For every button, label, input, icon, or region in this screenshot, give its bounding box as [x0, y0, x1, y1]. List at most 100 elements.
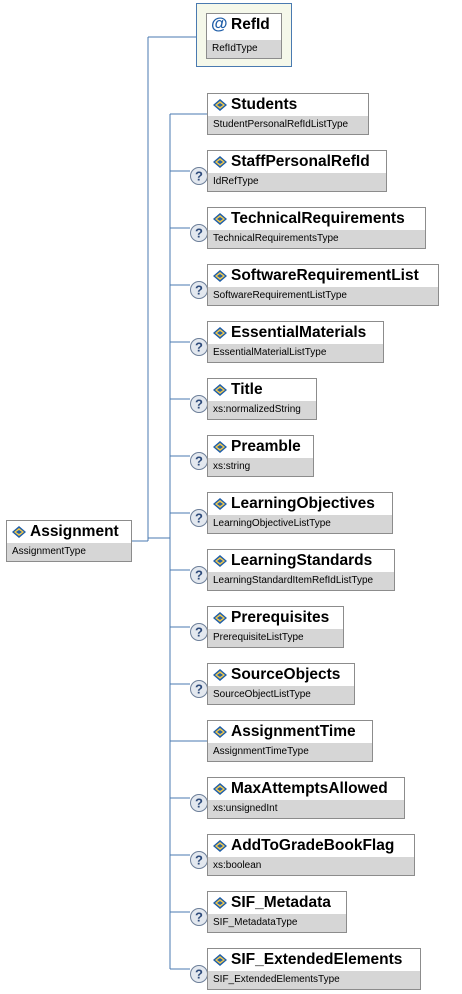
element-icon	[213, 612, 227, 624]
svg-text:?: ?	[195, 682, 203, 697]
svg-text:?: ?	[195, 910, 203, 925]
element-name: Students	[231, 96, 298, 113]
root-element-node[interactable]: Assignment AssignmentType	[6, 520, 132, 562]
optional-question-icon: ?	[190, 224, 208, 242]
element-node-preamble[interactable]: Preamble xs:string	[207, 435, 314, 477]
element-name: LearningStandards	[231, 552, 373, 569]
optional-question-icon: ?	[190, 281, 208, 299]
root-element-type: AssignmentType	[7, 543, 131, 561]
element-icon	[213, 213, 227, 225]
element-type: xs:boolean	[208, 857, 414, 875]
svg-text:?: ?	[195, 796, 203, 811]
element-icon	[213, 498, 227, 510]
optional-question-icon: ?	[190, 395, 208, 413]
optional-question-icon: ?	[190, 851, 208, 869]
element-icon	[213, 99, 227, 111]
element-icon	[213, 669, 227, 681]
svg-text:?: ?	[195, 853, 203, 868]
element-type: AssignmentTimeType	[208, 743, 372, 761]
element-type: SIF_MetadataType	[208, 914, 346, 932]
attribute-at-icon: @	[211, 14, 228, 33]
element-name: StaffPersonalRefId	[231, 153, 370, 170]
element-name: AssignmentTime	[231, 723, 356, 740]
optional-question-icon: ?	[190, 338, 208, 356]
svg-text:?: ?	[195, 283, 203, 298]
element-name: TechnicalRequirements	[231, 210, 405, 227]
element-name: LearningObjectives	[231, 495, 375, 512]
svg-text:?: ?	[195, 340, 203, 355]
optional-question-icon: ?	[190, 566, 208, 584]
element-icon	[213, 726, 227, 738]
element-type: StudentPersonalRefIdListType	[208, 116, 368, 134]
optional-question-icon: ?	[190, 452, 208, 470]
svg-text:?: ?	[195, 226, 203, 241]
element-icon	[213, 441, 227, 453]
element-type: EssentialMaterialListType	[208, 344, 383, 362]
element-type: PrerequisiteListType	[208, 629, 343, 647]
attribute-type: RefIdType	[207, 40, 281, 58]
svg-text:?: ?	[195, 397, 203, 412]
svg-text:?: ?	[195, 568, 203, 583]
element-name: Title	[231, 381, 263, 398]
element-name: SoftwareRequirementList	[231, 267, 419, 284]
element-type: LearningStandardItemRefIdListType	[208, 572, 394, 590]
element-type: TechnicalRequirementsType	[208, 230, 425, 248]
attribute-group: @ RefId RefIdType	[196, 3, 292, 67]
element-icon	[213, 555, 227, 567]
element-node-title[interactable]: Title xs:normalizedString	[207, 378, 317, 420]
element-node-maxattemptsallowed[interactable]: MaxAttemptsAllowed xs:unsignedInt	[207, 777, 405, 819]
svg-text:?: ?	[195, 511, 203, 526]
svg-text:?: ?	[195, 967, 203, 982]
element-name: SIF_Metadata	[231, 894, 331, 911]
optional-question-icon: ?	[190, 509, 208, 527]
optional-question-icon: ?	[190, 623, 208, 641]
svg-text:?: ?	[195, 169, 203, 184]
attribute-node-refid[interactable]: @ RefId RefIdType	[206, 13, 282, 59]
element-icon	[213, 840, 227, 852]
optional-question-icon: ?	[190, 680, 208, 698]
element-type: SourceObjectListType	[208, 686, 354, 704]
element-name: Prerequisites	[231, 609, 330, 626]
optional-question-icon: ?	[190, 908, 208, 926]
element-type: LearningObjectiveListType	[208, 515, 392, 533]
element-icon	[213, 897, 227, 909]
element-type: SoftwareRequirementListType	[208, 287, 438, 305]
element-icon	[213, 384, 227, 396]
element-type: xs:normalizedString	[208, 401, 316, 419]
element-icon	[12, 526, 26, 538]
element-name: AddToGradeBookFlag	[231, 837, 395, 854]
optional-question-icon: ?	[190, 167, 208, 185]
element-icon	[213, 954, 227, 966]
element-node-addtogradebookflag[interactable]: AddToGradeBookFlag xs:boolean	[207, 834, 415, 876]
root-element-name: Assignment	[30, 523, 119, 540]
element-type: IdRefType	[208, 173, 386, 191]
element-name: SIF_ExtendedElements	[231, 951, 403, 968]
element-type: xs:string	[208, 458, 313, 476]
element-icon	[213, 327, 227, 339]
svg-text:?: ?	[195, 454, 203, 469]
element-type: xs:unsignedInt	[208, 800, 404, 818]
element-name: Preamble	[231, 438, 301, 455]
attribute-name: RefId	[231, 16, 270, 33]
element-icon	[213, 783, 227, 795]
element-icon	[213, 156, 227, 168]
element-name: SourceObjects	[231, 666, 341, 683]
optional-question-icon: ?	[190, 965, 208, 983]
element-type: SIF_ExtendedElementsType	[208, 971, 420, 989]
optional-question-icon: ?	[190, 794, 208, 812]
element-name: MaxAttemptsAllowed	[231, 780, 388, 797]
